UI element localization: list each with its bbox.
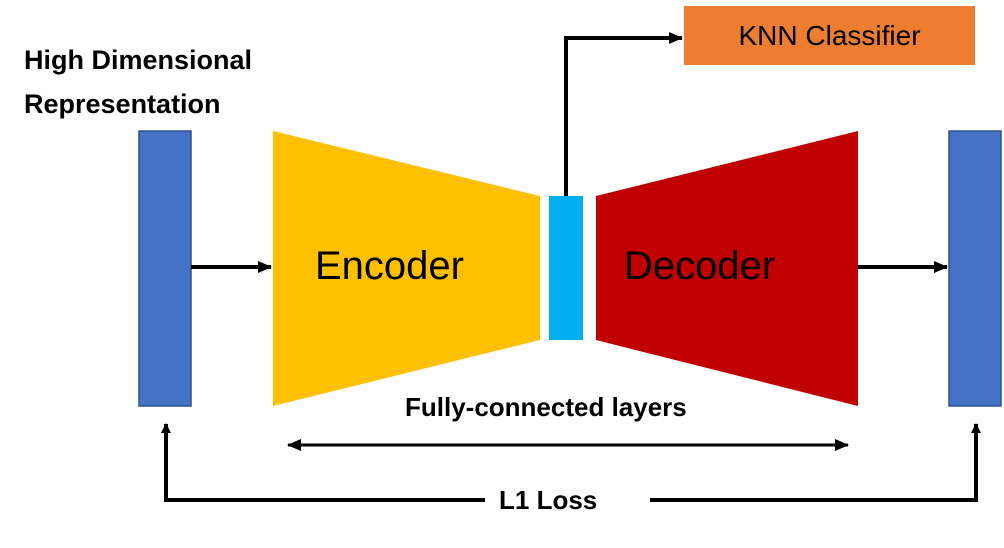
input-label-line2: Representation	[24, 89, 221, 119]
latent-bottleneck	[549, 196, 583, 340]
latent-to-classifier-arrow	[564, 32, 683, 196]
knn-classifier-box	[684, 6, 975, 65]
encoder-label: Encoder	[315, 244, 464, 288]
l1-loss-line-right	[650, 423, 981, 502]
fully-connected-label: Fully-connected layers	[405, 392, 687, 422]
knn-classifier-label: KNN Classifier	[738, 20, 921, 51]
encoder-trapezoid	[273, 131, 540, 406]
decoder-label: Decoder	[624, 244, 776, 288]
decoder-trapezoid	[596, 131, 858, 406]
l1-loss-label: L1 Loss	[499, 485, 598, 515]
output-vector-bar	[948, 130, 1002, 407]
l1-loss-line-left	[161, 423, 485, 502]
input-label-line1: High Dimensional	[24, 45, 253, 75]
input-vector-bar	[138, 130, 192, 407]
